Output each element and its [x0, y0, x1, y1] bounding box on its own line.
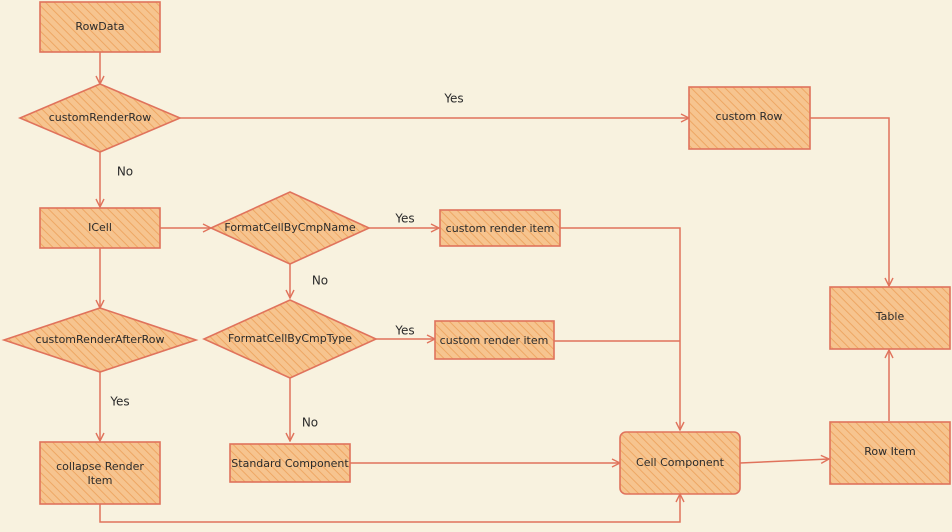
- edge-cell-to-rowitem: [739, 459, 829, 463]
- label-cell-component: Cell Component: [636, 456, 725, 469]
- node-custom-render-after-row: [1, 307, 199, 373]
- edge-label-cmp-type-no: No: [302, 416, 318, 430]
- label-format-cell-by-cmp-type: FormatCellByCmpType: [228, 332, 352, 345]
- node-custom-render-row: [17, 83, 183, 153]
- node-collapse-render-item: [39, 441, 161, 505]
- edge-label-custom-render-row-yes: Yes: [443, 92, 463, 106]
- edge-label-custom-render-row-no: No: [117, 165, 133, 179]
- label-collapse-render-item-line2: Item: [87, 474, 112, 487]
- edge-collapse-to-cell: [99, 494, 680, 523]
- label-row-item: Row Item: [864, 445, 915, 458]
- node-custom-render-item-1: [439, 209, 561, 247]
- label-custom-render-row: customRenderRow: [49, 111, 152, 124]
- label-format-cell-by-cmp-name: FormatCellByCmpName: [224, 221, 355, 234]
- edge-label-cmp-type-yes: Yes: [394, 324, 414, 338]
- node-format-cell-by-cmp-type: [202, 299, 378, 379]
- label-collapse-render-item-line1: collapse Render: [56, 460, 144, 473]
- label-rowdata: RowData: [75, 20, 124, 33]
- label-table: Table: [875, 310, 905, 323]
- edge-label-after-row-yes: Yes: [109, 395, 129, 409]
- node-rowdata: [39, 1, 161, 53]
- label-icell: ICell: [88, 221, 112, 234]
- edge-label-cmp-name-yes: Yes: [394, 212, 414, 226]
- node-icell: [39, 207, 161, 249]
- node-table: [829, 286, 951, 350]
- label-custom-render-item-2: custom render item: [440, 334, 549, 347]
- edge-customrow-to-table: [810, 117, 889, 286]
- edge-renderitem1-to-cell: [560, 227, 680, 430]
- label-custom-row: custom Row: [716, 110, 783, 123]
- node-row-item: [829, 421, 951, 485]
- node-custom-render-item-2: [434, 320, 555, 360]
- node-standard-component: [229, 443, 351, 483]
- node-custom-row: [688, 86, 811, 150]
- label-custom-render-after-row: customRenderAfterRow: [36, 333, 165, 346]
- label-custom-render-item-1: custom render item: [446, 222, 555, 235]
- node-format-cell-by-cmp-name: [209, 191, 371, 265]
- label-standard-component: Standard Component: [231, 457, 349, 470]
- edge-label-cmp-name-no: No: [312, 274, 328, 288]
- node-cell-component: [619, 431, 741, 495]
